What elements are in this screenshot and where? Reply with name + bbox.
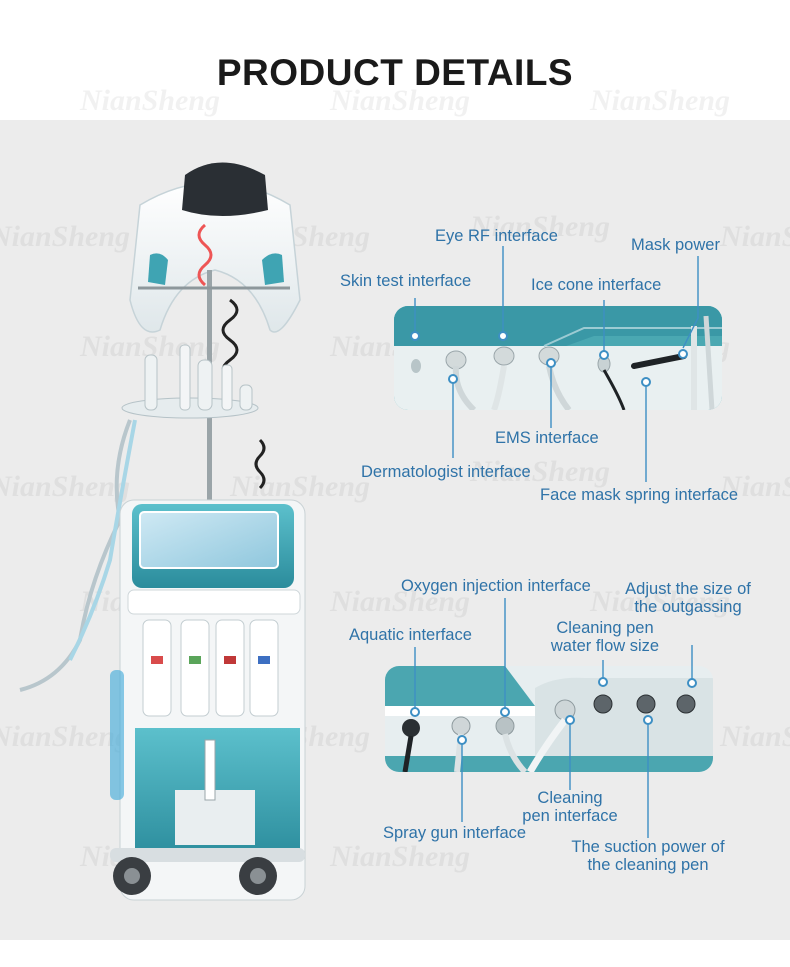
- watermark: NianSheng: [470, 455, 611, 488]
- label-water-flow-line2: water flow size: [550, 637, 660, 655]
- bottom-interface-panel: [385, 666, 713, 772]
- label-spray-gun: Spray gun interface: [383, 824, 527, 842]
- label-dermatologist: Dermatologist interface: [361, 463, 531, 481]
- label-aquatic: Aquatic interface: [349, 626, 472, 644]
- callout-dot: [641, 377, 651, 387]
- label-ems: EMS interface: [495, 429, 599, 447]
- callout-dot: [599, 350, 609, 360]
- label-suction-line2: the cleaning pen: [587, 856, 709, 874]
- watermark: NianSheng: [330, 585, 471, 618]
- label-oxygen-injection: Oxygen injection interface: [401, 577, 591, 595]
- callout-dot: [598, 677, 608, 687]
- label-cleaning-pen-line1: Cleaning: [537, 789, 603, 807]
- label-outgassing-line1: Adjust the size of: [625, 580, 751, 598]
- callout-dot: [678, 349, 688, 359]
- label-eye-rf: Eye RF interface: [435, 227, 558, 245]
- watermark: NianSheng: [470, 210, 611, 243]
- mask-control-unit: [182, 162, 268, 216]
- touch-screen: [139, 511, 279, 569]
- callout-dot: [457, 735, 467, 745]
- label-water-flow-line1: Cleaning pen: [556, 619, 654, 637]
- watermark: NianSheng: [590, 585, 731, 618]
- watermark: NianSheng: [330, 84, 471, 117]
- label-mask-power: Mask power: [631, 236, 720, 254]
- callout-dot: [643, 715, 653, 725]
- header: PRODUCT DETAILS NianSheng NianSheng Nian…: [0, 0, 790, 120]
- callout-dot: [687, 678, 697, 688]
- label-outgassing-line2: the outgassing: [634, 598, 742, 616]
- label-face-mask-spring: Face mask spring interface: [540, 486, 739, 504]
- callout-dot: [448, 374, 458, 384]
- watermark: NianSheng: [80, 84, 221, 117]
- label-cleaning-pen-line2: pen interface: [522, 807, 618, 825]
- callout-dot: [500, 707, 510, 717]
- watermark: NianSheng: [0, 470, 131, 503]
- callout-dot: [410, 331, 420, 341]
- watermark: NianSheng: [330, 840, 471, 873]
- top-interface-closeup: [394, 306, 722, 410]
- page-title: PRODUCT DETAILS: [216, 52, 574, 93]
- label-ice-cone: Ice cone interface: [531, 276, 662, 294]
- callout-dot: [546, 358, 556, 368]
- top-interface-panel: [394, 306, 722, 410]
- watermark: NianSheng: [0, 720, 131, 753]
- label-suction-line1: The suction power of: [571, 838, 725, 856]
- watermark: NianSheng: [720, 220, 790, 253]
- watermark: NianSheng: [720, 470, 790, 503]
- watermark: NianSheng: [590, 84, 731, 117]
- callout-dot: [410, 707, 420, 717]
- watermark: NianSheng: [0, 220, 131, 253]
- callout-dot: [565, 715, 575, 725]
- watermark: NianSheng: [230, 470, 371, 503]
- watermark: NianSheng: [720, 720, 790, 753]
- bottom-interface-closeup: [385, 666, 713, 772]
- label-skin-test: Skin test interface: [340, 272, 472, 290]
- callout-dot: [498, 331, 508, 341]
